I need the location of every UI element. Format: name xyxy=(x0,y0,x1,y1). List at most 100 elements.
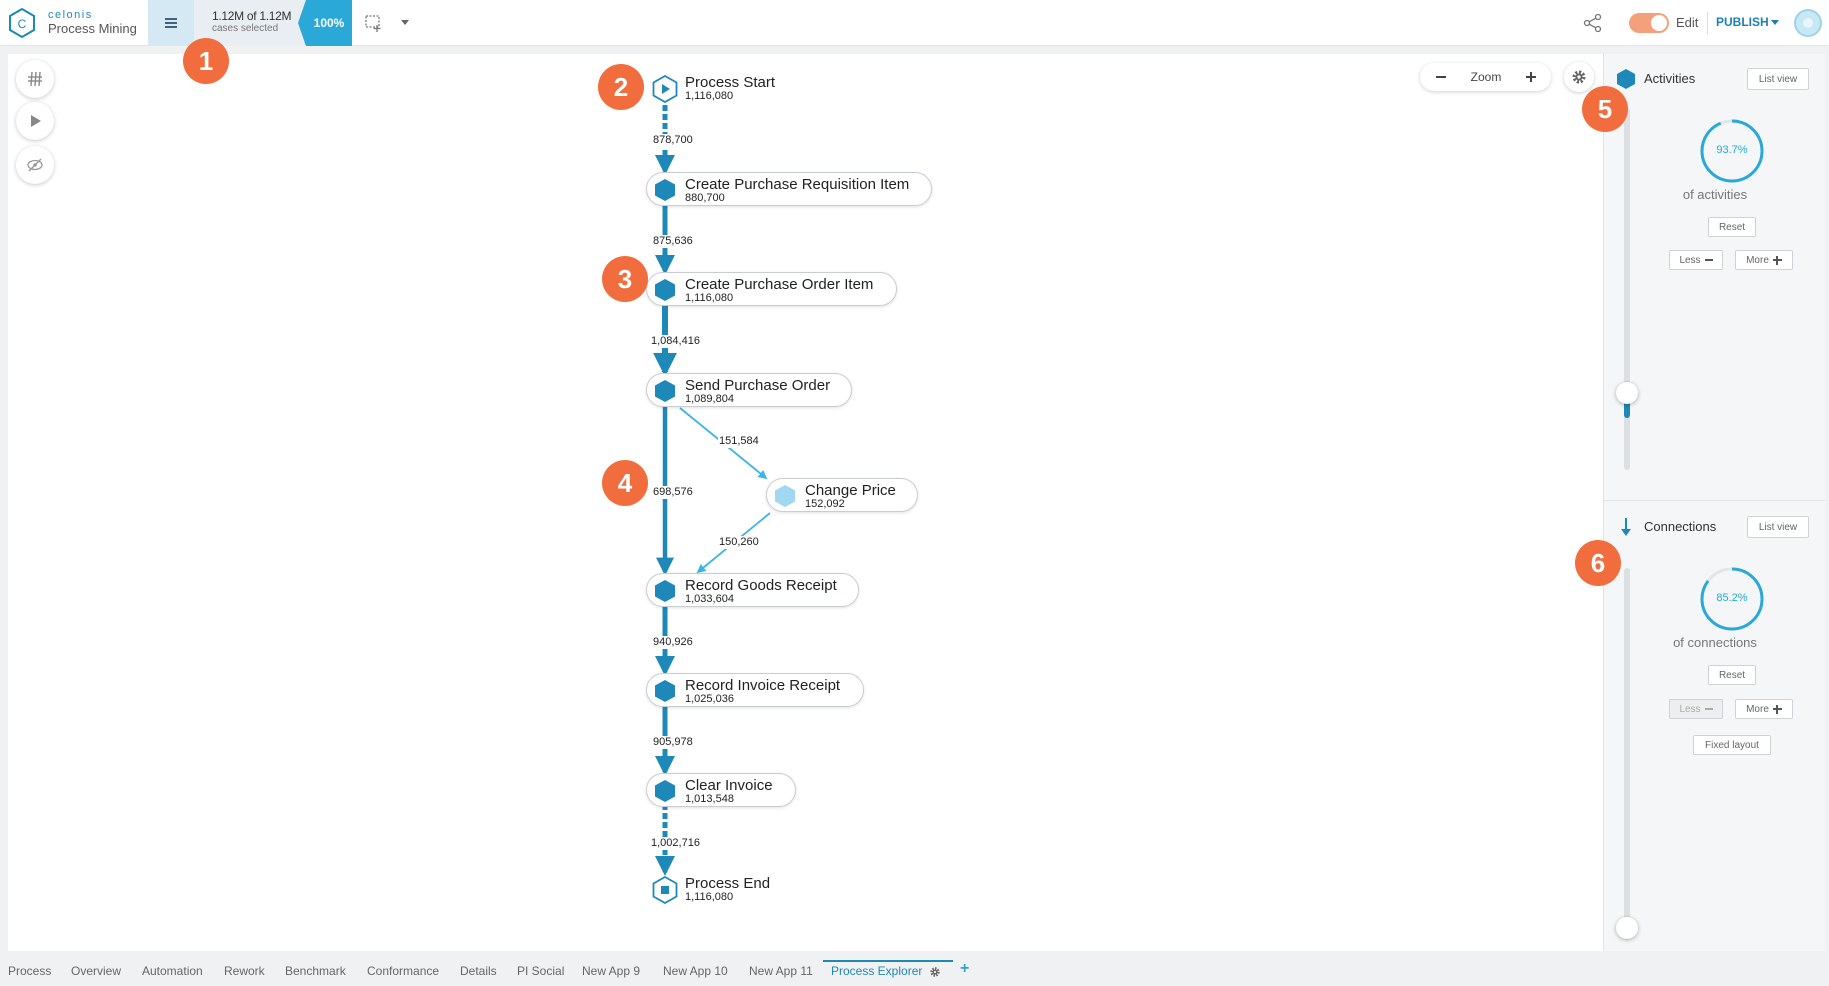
node-name: Process Start xyxy=(685,74,776,91)
publish-button[interactable]: PUBLISH xyxy=(1716,15,1769,29)
cases-caption: cases selected xyxy=(212,23,279,34)
node-name: Send Purchase Order xyxy=(685,377,831,394)
tab-benchmark[interactable]: Benchmark xyxy=(285,964,346,978)
svg-text:C: C xyxy=(18,17,27,31)
activities-percent-ring xyxy=(1700,119,1764,183)
gear-icon xyxy=(1572,70,1586,84)
node-name: Change Price xyxy=(805,482,896,499)
selection-icon[interactable] xyxy=(364,13,384,33)
tab-settings-gear-icon[interactable] xyxy=(929,966,941,978)
publish-chevron-down-icon[interactable] xyxy=(1770,19,1780,27)
activities-slider-thumb[interactable] xyxy=(1616,382,1638,405)
tab-conformance[interactable]: Conformance xyxy=(367,964,440,978)
activities-list-view-button[interactable]: List view xyxy=(1747,68,1809,90)
callout-1: 1 xyxy=(183,38,229,84)
node-process-end[interactable]: Process End 1,116,080 xyxy=(651,873,851,907)
connections-less-button[interactable]: Less xyxy=(1669,699,1723,719)
node-name: Process End xyxy=(685,875,771,892)
tab-new-app-9[interactable]: New App 9 xyxy=(582,964,641,978)
node-count: 1,025,036 xyxy=(685,693,734,705)
tab-process[interactable]: Process xyxy=(8,964,52,978)
fixed-layout-button[interactable]: Fixed layout xyxy=(1693,735,1771,755)
minus-icon xyxy=(1704,708,1713,710)
share-icon[interactable] xyxy=(1582,12,1604,34)
hash-grid-icon xyxy=(28,71,42,87)
node-process-start[interactable]: Process Start 1,116,080 xyxy=(651,72,851,106)
activity-hexagon-icon xyxy=(655,279,675,301)
cases-percent-badge: 100% xyxy=(298,0,352,46)
tab-overview[interactable]: Overview xyxy=(71,964,122,978)
node-create-purchase-order-item[interactable]: Create Purchase Order Item 1,116,080 xyxy=(646,272,897,306)
edit-mode-toggle[interactable] xyxy=(1629,13,1669,33)
node-name: Create Purchase Order Item xyxy=(685,276,874,293)
node-record-goods-receipt[interactable]: Record Goods Receipt 1,033,604 xyxy=(646,573,859,607)
tab-details[interactable]: Details xyxy=(460,964,497,978)
activity-hexagon-icon xyxy=(655,580,675,602)
connections-slider-thumb[interactable] xyxy=(1616,917,1638,939)
activities-reset-button[interactable]: Reset xyxy=(1708,217,1756,237)
node-count: 152,092 xyxy=(805,498,845,510)
activities-more-button[interactable]: More xyxy=(1735,250,1793,270)
edge-label-rir-ci: 905,978 xyxy=(652,736,694,749)
activity-hexagon-icon xyxy=(655,179,675,201)
stop-hexagon-icon xyxy=(652,876,678,904)
node-count: 880,700 xyxy=(685,192,725,204)
connections-list-view-button[interactable]: List view xyxy=(1747,516,1809,538)
node-record-invoice-receipt[interactable]: Record Invoice Receipt 1,025,036 xyxy=(646,673,864,707)
tab-new-app-10[interactable]: New App 10 xyxy=(663,964,728,978)
canvas-settings-button[interactable] xyxy=(1564,62,1594,92)
visibility-toggle-button[interactable] xyxy=(16,146,54,184)
activities-slider-track[interactable] xyxy=(1624,108,1630,470)
tab-rework[interactable]: Rework xyxy=(224,964,265,978)
zoom-out-button[interactable] xyxy=(1430,66,1452,88)
play-animation-button[interactable] xyxy=(16,102,54,140)
toolbar-divider xyxy=(1707,12,1708,34)
process-canvas[interactable]: Zoom xyxy=(8,38,1603,951)
tab-pi-social[interactable]: PI Social xyxy=(517,964,565,978)
activity-hexagon-light-icon xyxy=(775,485,795,507)
node-count: 1,013,548 xyxy=(685,793,734,805)
activities-slider-fill xyxy=(1624,393,1630,418)
node-send-purchase-order[interactable]: Send Purchase Order 1,089,804 xyxy=(646,373,852,407)
activity-hexagon-icon xyxy=(655,780,675,802)
tab-automation[interactable]: Automation xyxy=(142,964,203,978)
node-name: Clear Invoice xyxy=(685,777,773,794)
activities-less-button[interactable]: Less xyxy=(1669,250,1723,270)
callout-5: 5 xyxy=(1582,86,1628,132)
arrow-down-icon xyxy=(1621,518,1631,536)
connections-more-button[interactable]: More xyxy=(1735,699,1793,719)
node-change-price[interactable]: Change Price 152,092 xyxy=(766,478,918,512)
node-create-purchase-requisition-item[interactable]: Create Purchase Requisition Item 880,700 xyxy=(646,172,932,206)
cases-count: 1.12M of 1.12M xyxy=(212,9,292,23)
chevron-down-icon[interactable] xyxy=(400,19,410,27)
activity-hexagon-icon xyxy=(655,680,675,702)
panel-divider xyxy=(1604,500,1826,501)
node-count: 1,089,804 xyxy=(685,393,734,405)
tab-new-app-11[interactable]: New App 11 xyxy=(749,964,813,978)
cases-selection[interactable]: 1.12M of 1.12M cases selected xyxy=(194,0,306,46)
brand-name: celonis xyxy=(48,9,93,21)
menu-button[interactable] xyxy=(148,0,194,46)
node-clear-invoice[interactable]: Clear Invoice 1,013,548 xyxy=(646,773,796,807)
hamburger-icon xyxy=(165,22,177,24)
play-hexagon-icon xyxy=(652,75,678,103)
zoom-control: Zoom xyxy=(1420,63,1551,91)
activities-percent: 93.7% xyxy=(1716,144,1748,156)
connections-caption: of connections xyxy=(1673,635,1757,650)
zoom-in-button[interactable] xyxy=(1520,66,1542,88)
zoom-label: Zoom xyxy=(1470,70,1502,84)
user-avatar[interactable] xyxy=(1794,9,1822,37)
connections-title: Connections xyxy=(1644,519,1717,534)
activity-hexagon-icon xyxy=(1617,69,1635,89)
edge-label-ci-end: 1,002,716 xyxy=(650,837,701,850)
tab-process-explorer[interactable]: Process Explorer xyxy=(831,964,923,978)
connections-reset-button[interactable]: Reset xyxy=(1708,665,1756,685)
connections-slider-track[interactable] xyxy=(1624,568,1630,940)
activities-caption: of activities xyxy=(1682,187,1748,202)
minus-icon xyxy=(1704,259,1713,261)
edge-label-cpoi-spo: 1,084,416 xyxy=(650,335,701,348)
add-tab-button[interactable]: + xyxy=(960,960,970,977)
more-label: More xyxy=(1746,254,1769,266)
kpi-tool-button[interactable] xyxy=(16,60,54,98)
